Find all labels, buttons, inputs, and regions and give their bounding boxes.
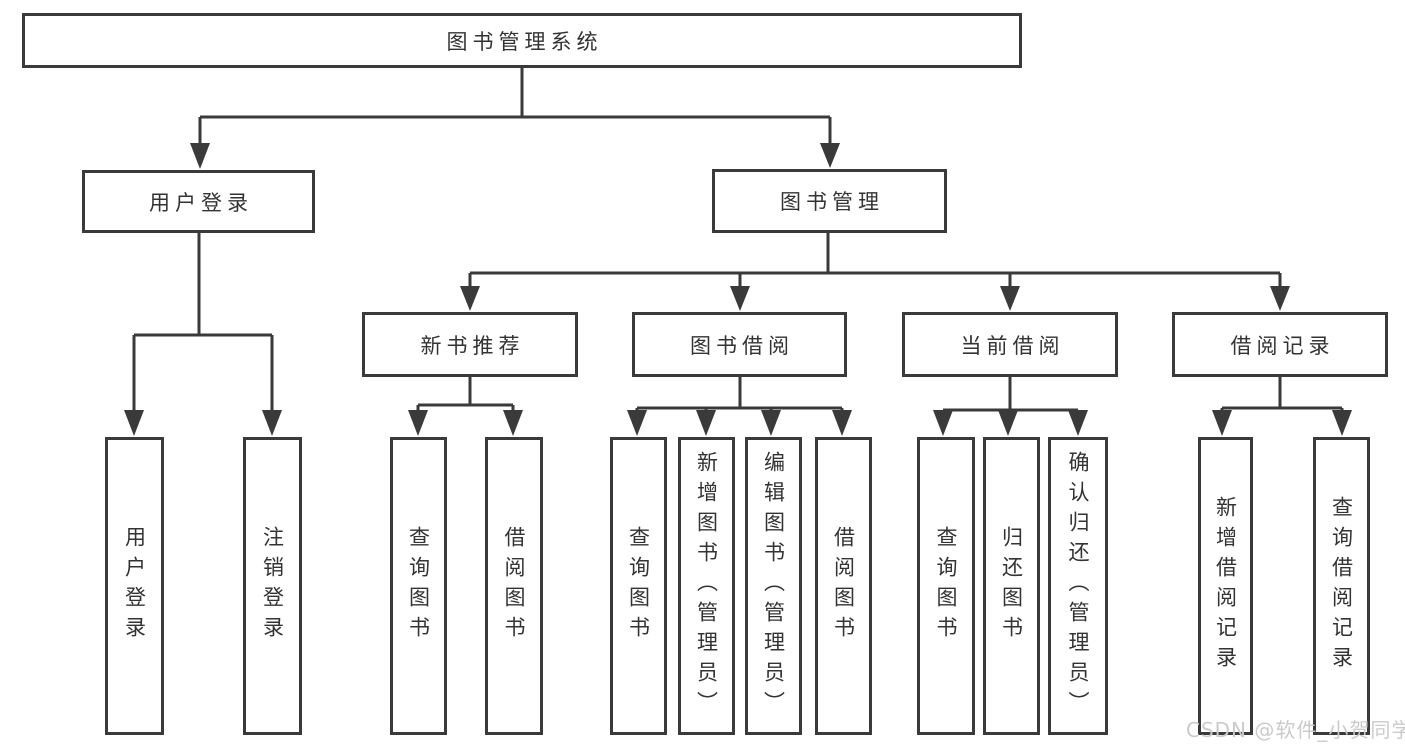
leaf-return-books-label: 归还图书 (999, 526, 1024, 646)
leaf-newbook-borrow-books: 借阅图书 (485, 437, 543, 735)
leaf-add-borrow-record-label: 新增借阅记录 (1213, 496, 1238, 676)
leaf-borrow-query-books-label: 查询图书 (626, 526, 651, 646)
node-borrowing-records-label: 借阅记录 (1230, 333, 1335, 358)
leaf-add-books-admin-label: 新增图书（管理员） (694, 451, 719, 721)
leaf-user-login: 用户登录 (105, 437, 164, 735)
leaf-logout: 注销登录 (243, 437, 302, 735)
node-user-login-group: 用户登录 (82, 170, 315, 233)
leaf-add-books-admin: 新增图书（管理员） (678, 437, 735, 735)
node-borrowing-records: 借阅记录 (1172, 312, 1388, 377)
csdn-watermark: CSDN @软件_小贺同学 (1186, 718, 1405, 742)
leaf-query-borrow-record-label: 查询借阅记录 (1329, 496, 1354, 676)
leaf-return-books: 归还图书 (983, 437, 1040, 735)
leaf-newbook-query-books: 查询图书 (390, 437, 447, 735)
leaf-logout-label: 注销登录 (260, 526, 285, 646)
leaf-current-query-books-label: 查询图书 (934, 526, 958, 646)
leaf-newbook-query-books-label: 查询图书 (406, 526, 431, 646)
leaf-current-query-books: 查询图书 (917, 437, 975, 735)
leaf-confirm-return-admin: 确认归还（管理员） (1048, 437, 1108, 735)
node-book-borrowing-label: 图书借阅 (690, 333, 794, 358)
leaf-newbook-borrow-books-label: 借阅图书 (502, 526, 526, 646)
leaf-confirm-return-admin-label: 确认归还（管理员） (1066, 451, 1090, 721)
leaf-borrow-books-label: 借阅图书 (831, 526, 856, 646)
node-current-borrowing-label: 当前借阅 (960, 333, 1065, 358)
node-book-borrowing: 图书借阅 (632, 312, 847, 377)
node-root: 图书管理系统 (22, 13, 1022, 68)
leaf-edit-books-admin: 编辑图书（管理员） (745, 437, 802, 735)
leaf-borrow-query-books: 查询图书 (610, 437, 667, 735)
leaf-add-borrow-record: 新增借阅记录 (1198, 437, 1253, 735)
node-current-borrowing: 当前借阅 (902, 312, 1118, 377)
leaf-edit-books-admin-label: 编辑图书（管理员） (761, 451, 786, 721)
node-new-book-recommendation-label: 新书推荐 (420, 333, 525, 358)
node-book-management: 图书管理 (712, 169, 947, 233)
node-book-management-label: 图书管理 (780, 190, 884, 214)
node-new-book-recommendation: 新书推荐 (362, 312, 578, 377)
leaf-query-borrow-record: 查询借阅记录 (1313, 437, 1370, 735)
node-user-login-group-label: 用户登录 (149, 190, 253, 215)
node-root-label: 图书管理系统 (446, 29, 603, 54)
leaf-user-login-label: 用户登录 (122, 526, 147, 646)
leaf-borrow-books: 借阅图书 (815, 437, 872, 735)
